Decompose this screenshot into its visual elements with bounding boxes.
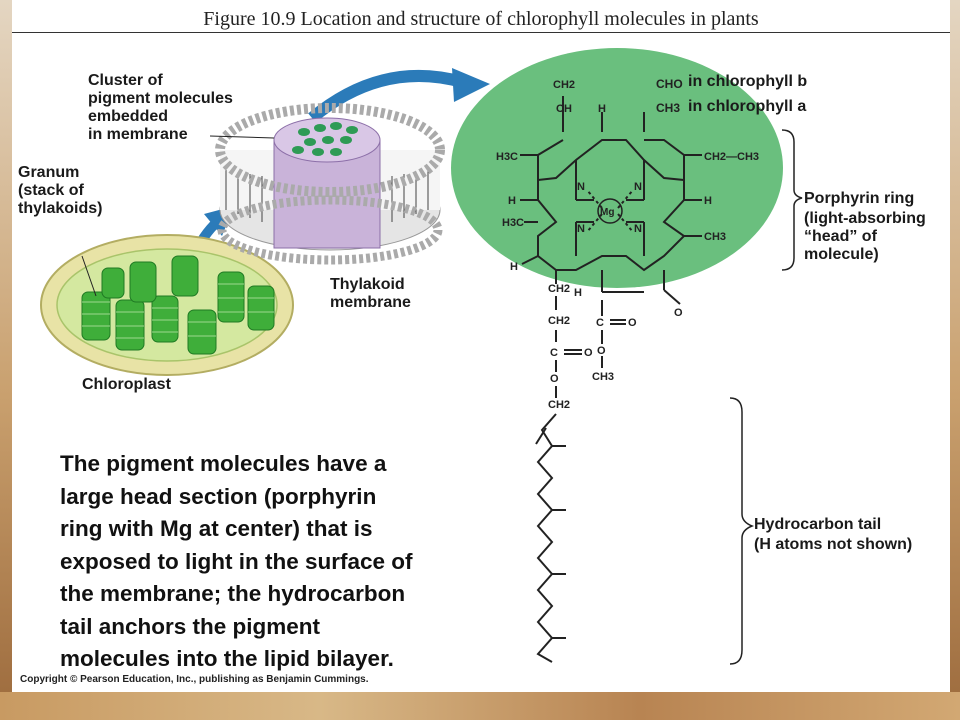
- porphyrin-brace: [781, 129, 803, 271]
- chem-ch2-3: CH2: [548, 399, 570, 411]
- label-granum: Granum (stack of thylakoids): [18, 164, 103, 217]
- chem-c-ester2: C: [596, 317, 604, 329]
- chem-n-1: N: [577, 181, 585, 193]
- chloroplast-illustration: [40, 234, 294, 376]
- chem-h3c-2: H3C: [502, 217, 524, 229]
- chem-ch3-ester: CH3: [592, 371, 614, 383]
- label-thylakoid-membrane: Thylakoid membrane: [330, 276, 411, 311]
- label-chlorophyll-b: in chlorophyll b: [688, 73, 808, 90]
- chem-ch2ch3: CH2—CH3: [704, 151, 759, 163]
- arrow-head-top: [452, 68, 490, 102]
- label-chlorophyll-a: in chlorophyll a: [688, 98, 807, 115]
- label-hydrocarbon-tail: Hydrocarbon tail: [754, 516, 882, 533]
- label-hydrocarbon-desc: (H atoms not shown): [754, 536, 913, 553]
- chem-ch2-2: CH2: [548, 315, 570, 327]
- porphyrin-head-blob: [451, 48, 783, 288]
- chem-h-2: H: [508, 195, 516, 207]
- chem-h3c-1: H3C: [496, 151, 518, 163]
- hydrocarbon-brace: [729, 397, 755, 665]
- hydrocarbon-tail-chain: [535, 413, 566, 663]
- explanation-paragraph: The pigment molecules have a large head …: [60, 451, 413, 671]
- chem-o-ester1b: O: [550, 373, 559, 385]
- thylakoid-membrane-illustration: [209, 103, 445, 265]
- background-border-right: [950, 0, 960, 720]
- chem-labels: CH2 CH H H3C CH2—CH3 H H H3C CH3 H H N N…: [496, 77, 759, 411]
- chem-n-3: N: [577, 223, 585, 235]
- label-porphyrin-ring: Porphyrin ring: [804, 190, 915, 207]
- chem-o-ester1: O: [584, 347, 593, 359]
- background-border-left: [0, 0, 12, 720]
- chem-n-4: N: [634, 223, 642, 235]
- chem-c-ester1: C: [550, 347, 558, 359]
- chem-ch-top: CH: [556, 103, 572, 115]
- diagram-graphics: CH2 CH H H3C CH2—CH3 H H H3C CH3 H H N N…: [40, 48, 803, 665]
- chem-o-keto: O: [674, 307, 683, 319]
- porphyrin-ring-structure: [520, 96, 702, 398]
- chem-ch3-label: CH3: [656, 101, 680, 115]
- label-porphyrin-desc: (light-absorbing “head” of molecule): [804, 210, 926, 263]
- chem-h-1: H: [598, 103, 606, 115]
- background-border-bottom: [0, 692, 960, 720]
- chem-ch3-ring: CH3: [704, 231, 726, 243]
- chem-ch2-1: CH2: [548, 283, 570, 295]
- title-rule: [12, 32, 950, 33]
- chem-o-ester2: O: [628, 317, 637, 329]
- chem-cho: CHO: [656, 77, 683, 91]
- chem-h-4: H: [510, 261, 518, 273]
- chem-mg: Mg: [600, 207, 614, 218]
- copyright-notice: Copyright © Pearson Education, Inc., pub…: [20, 674, 369, 685]
- label-chloroplast: Chloroplast: [82, 376, 171, 393]
- chem-h-5: H: [574, 287, 582, 299]
- figure-title: Figure 10.9 Location and structure of ch…: [203, 8, 759, 30]
- chem-h-3: H: [704, 195, 712, 207]
- chem-ch2-top: CH2: [553, 79, 575, 91]
- label-cluster: Cluster of pigment molecules embedded in…: [88, 72, 233, 143]
- slide-canvas: Figure 10.9 Location and structure of ch…: [12, 0, 950, 692]
- chem-o-ester2b: O: [597, 345, 606, 357]
- chem-n-2: N: [634, 181, 642, 193]
